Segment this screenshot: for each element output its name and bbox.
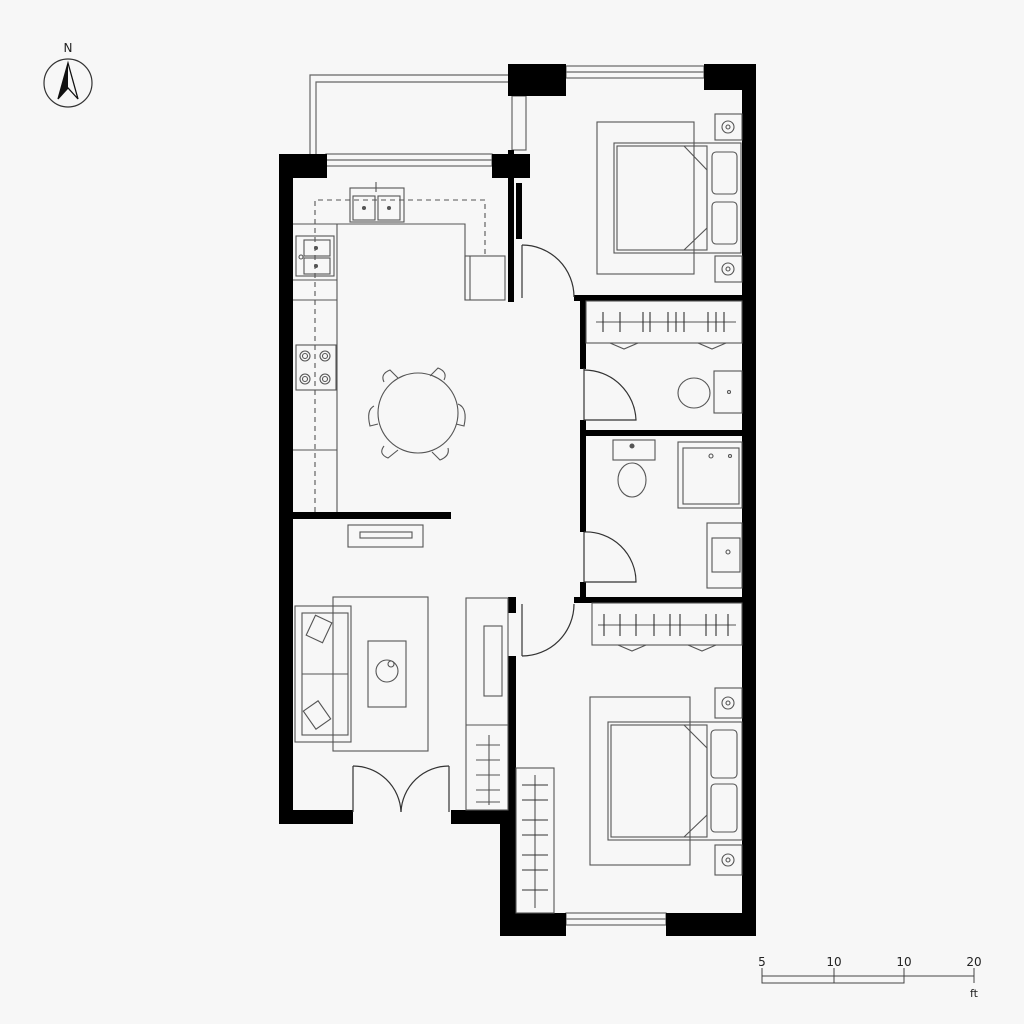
windows	[325, 65, 705, 926]
scale-bar: 5 10 10 20 ft	[758, 955, 981, 1000]
bed-rug-1	[596, 121, 695, 275]
door-bedroom2	[521, 603, 575, 657]
wall-south-west	[279, 810, 353, 824]
compass-label: N	[64, 41, 73, 55]
living-room	[294, 524, 509, 811]
wall-bath2-west	[580, 436, 586, 532]
wall-corner-bed2-se	[666, 913, 756, 936]
wall-corner-nw	[279, 154, 327, 178]
nightstand-1a	[714, 113, 743, 141]
wall-bath1-west	[580, 301, 586, 369]
toilet-bath1	[677, 370, 743, 414]
kitchen	[293, 182, 506, 512]
compass-circle	[43, 58, 93, 108]
bed-2	[607, 721, 743, 841]
scale-tick-10a: 10	[826, 955, 841, 969]
closet-1	[585, 300, 743, 350]
fridge	[464, 255, 506, 301]
nightstand-2b	[714, 844, 743, 876]
wall-corner-bed2-sw	[500, 913, 566, 936]
wall-bed2-west	[508, 597, 516, 613]
sofa	[294, 605, 352, 743]
door-bedroom1	[521, 244, 575, 298]
bed-rug-2	[589, 696, 691, 866]
wall-east	[742, 64, 756, 936]
wall-south-mid	[451, 810, 516, 824]
walls	[279, 64, 756, 936]
scale-tick-5: 5	[758, 955, 766, 969]
bedroom-1	[596, 113, 743, 283]
wall-bed1-west	[508, 150, 514, 302]
toilet-bath2	[612, 439, 656, 498]
door-bath2	[583, 531, 637, 583]
nightstand-2a	[714, 687, 743, 719]
tv-console	[347, 524, 424, 548]
wall-bed2-westouter	[500, 810, 516, 936]
doors	[352, 244, 637, 813]
sink-bath2	[706, 522, 743, 589]
wall-bed2-north	[574, 597, 742, 603]
bathroom-1	[677, 370, 743, 414]
scale-tick-20: 20	[966, 955, 981, 969]
wardrobe-bedroom2	[515, 767, 555, 914]
sink-side	[295, 235, 335, 277]
door-entrance	[352, 765, 450, 813]
wall-kitchen-living	[279, 512, 451, 519]
bedroom-2	[515, 687, 743, 914]
scale-unit: ft	[970, 987, 979, 1000]
balcony	[309, 74, 508, 154]
closet-2	[591, 602, 743, 652]
cooktop	[295, 344, 337, 391]
shower-bath2	[677, 441, 743, 509]
wall-west	[279, 154, 293, 824]
wall-corner-bed1-nw	[508, 64, 566, 96]
coffee-table	[367, 640, 407, 708]
wardrobe-hall	[465, 597, 509, 811]
door-bath1	[583, 368, 637, 421]
scale-tick-10b: 10	[896, 955, 911, 969]
north-compass: N	[43, 41, 93, 108]
wall-bath-divider	[580, 430, 742, 436]
bathroom-2	[612, 439, 743, 589]
nightstand-1b	[714, 255, 743, 283]
dining-table	[368, 367, 466, 461]
bed-1	[613, 142, 742, 254]
wall-bed1-south	[574, 295, 742, 301]
sink-double	[349, 182, 405, 223]
